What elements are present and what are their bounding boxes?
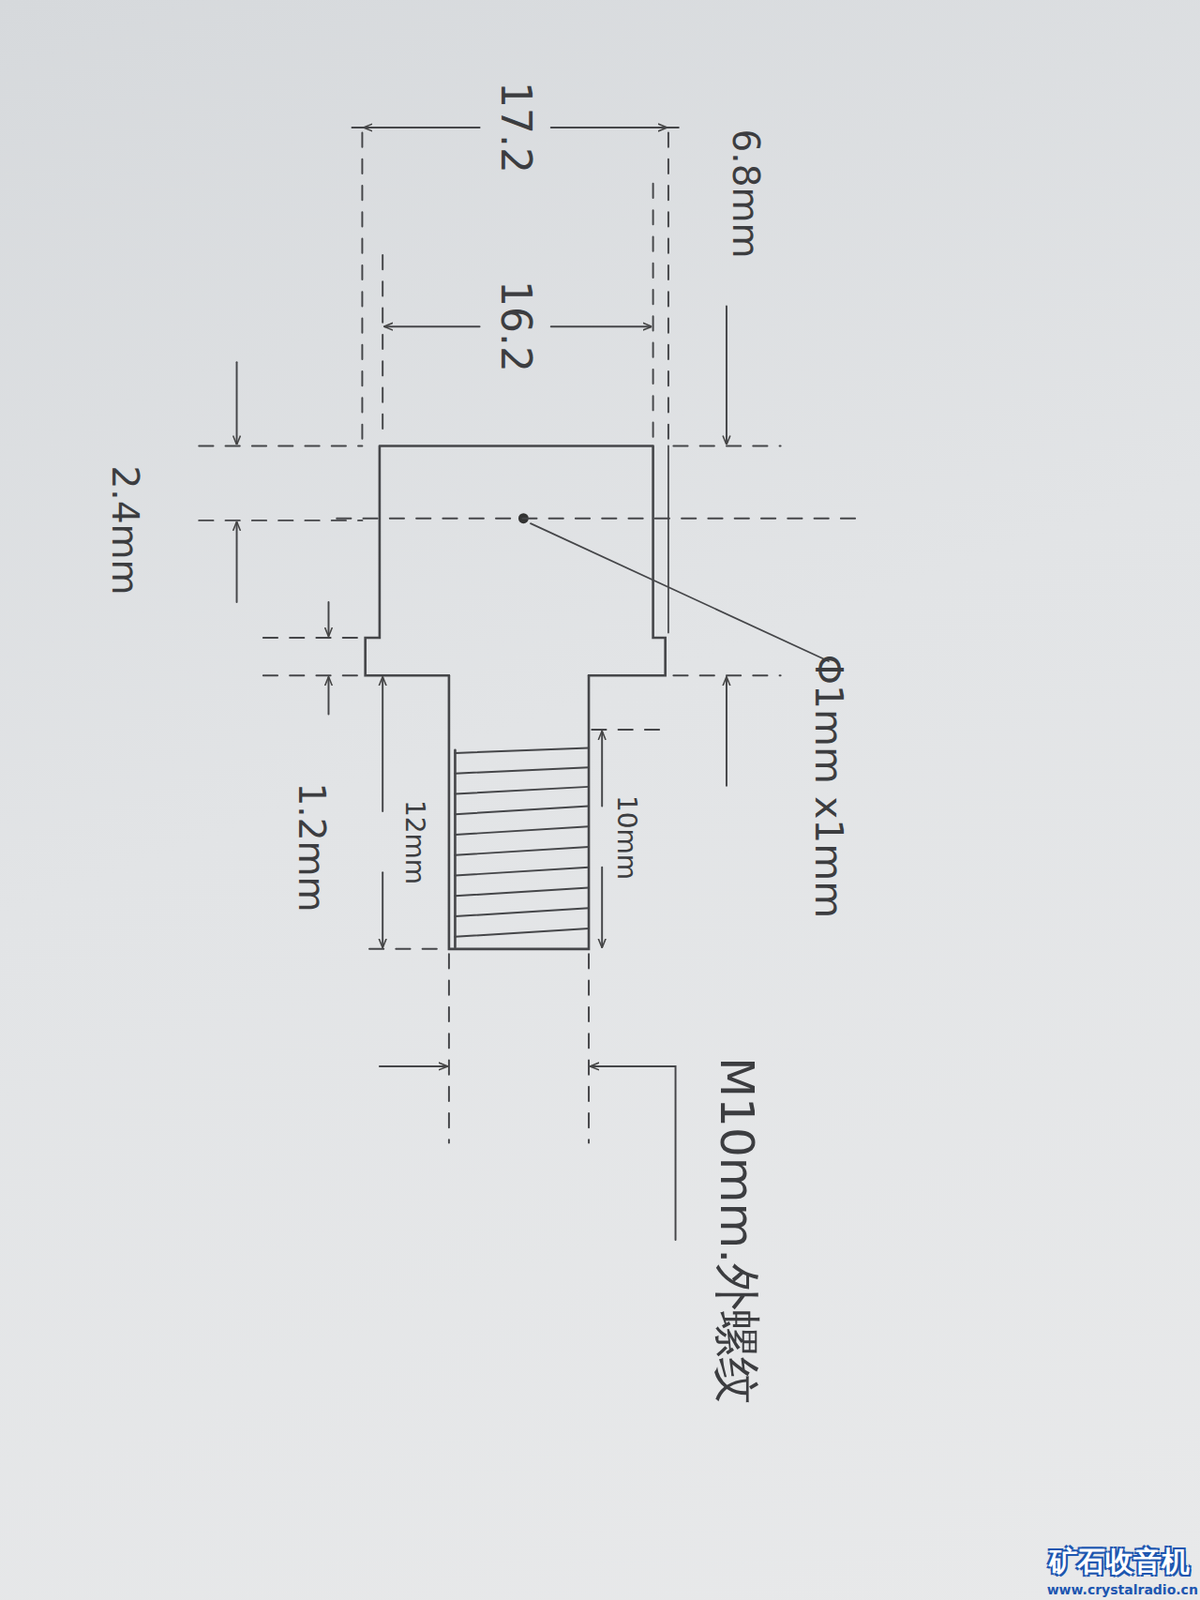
- leader-line: [530, 523, 829, 661]
- watermark-url: www.crystalradio.cn: [1047, 1582, 1199, 1596]
- dimension-label: 16.2: [495, 280, 537, 373]
- thread-outline: [449, 675, 589, 949]
- thread-hatch: [454, 748, 589, 937]
- dimension-label: 1.2mm: [292, 781, 330, 912]
- dimension-label: 17.2: [495, 81, 537, 174]
- body-wall: [667, 445, 670, 632]
- thread-callout: M10mm.外螺纹: [713, 1056, 761, 1404]
- dimension-label: 12mm: [401, 799, 428, 885]
- dimension-label: 6.8mm: [726, 129, 764, 259]
- body-outline: [365, 445, 666, 675]
- dimension-arrows: [237, 127, 727, 1066]
- dimension-label: 2.4mm: [105, 465, 143, 596]
- leader-line: [658, 1065, 676, 1240]
- dimension-label: 10mm: [613, 794, 640, 879]
- hole-callout: Φ1mm x1mm: [809, 653, 848, 918]
- extension-lines: [198, 132, 868, 1142]
- watermark: 矿石收音机: [1049, 1546, 1190, 1575]
